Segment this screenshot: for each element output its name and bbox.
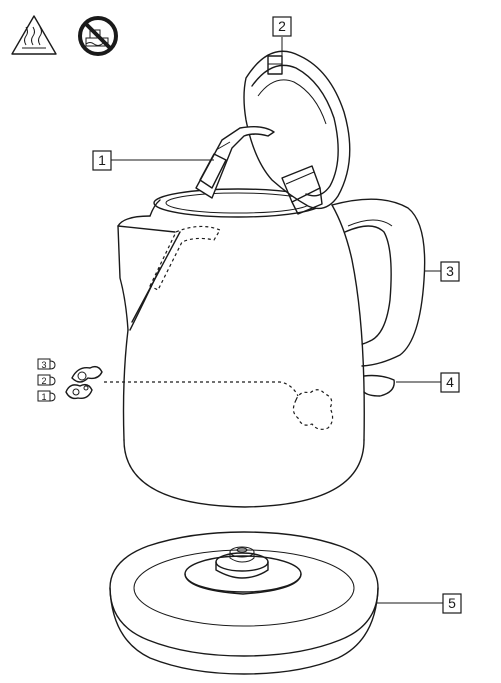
kettle-handle [331,198,426,367]
hot-surface-warning-icon [11,15,57,55]
callout-label-2: 2 [272,16,292,37]
power-switch [363,374,395,397]
kettle-lid [243,50,351,215]
cup-level-2: 2 [41,376,46,386]
do-not-immerse-icon [78,16,118,56]
callout-label-1: 1 [92,150,112,171]
callout-number-1: 1 [98,152,106,168]
callout-label-3: 3 [440,261,460,282]
callout-number-4: 4 [446,374,454,390]
cup-level-indicator: 3 2 1 [37,358,103,402]
callout-number-2: 2 [278,18,286,34]
cup-level-1: 1 [41,392,46,402]
kettle-body [117,188,365,508]
leader-lines [104,37,443,604]
callout-number-5: 5 [448,595,456,611]
callout-number-3: 3 [446,263,454,279]
cup-level-3: 3 [41,360,46,370]
callout-label-4: 4 [440,372,460,393]
power-base [109,531,379,675]
callout-label-5: 5 [442,593,462,614]
limescale-filter [195,125,275,199]
